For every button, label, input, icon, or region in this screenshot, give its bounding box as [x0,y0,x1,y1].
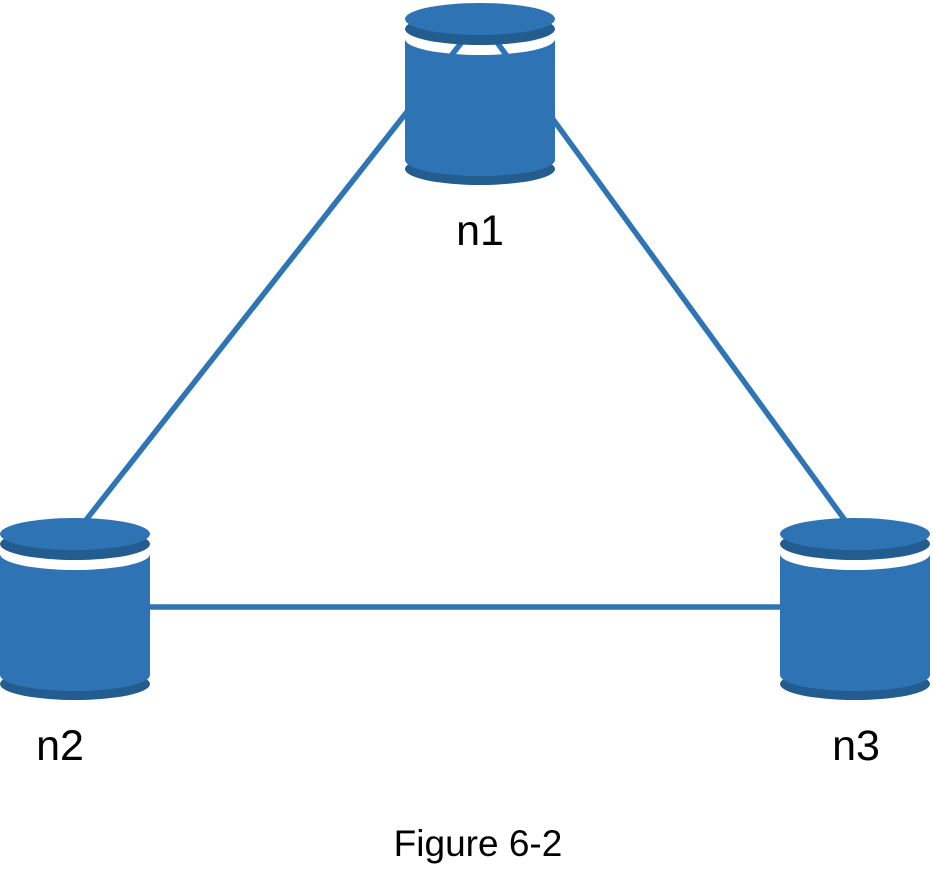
node-label-n3: n3 [832,722,880,770]
cylinder-body [780,554,930,691]
database-icon [0,518,150,700]
cylinder-top-face [405,3,555,35]
cylinder-body [405,39,555,176]
node-n3: n3 [780,518,930,770]
database-icon [405,3,555,185]
cylinder-body [0,554,150,691]
node-label-n2: n2 [36,722,84,770]
cylinder-top-face [0,518,150,550]
node-n1: n1 [405,3,555,255]
figure-caption: Figure 6-2 [394,823,563,864]
node-label-n1: n1 [456,207,504,255]
node-n2: n2 [0,518,150,770]
cylinder-top-face [780,518,930,550]
database-icon [780,518,930,700]
